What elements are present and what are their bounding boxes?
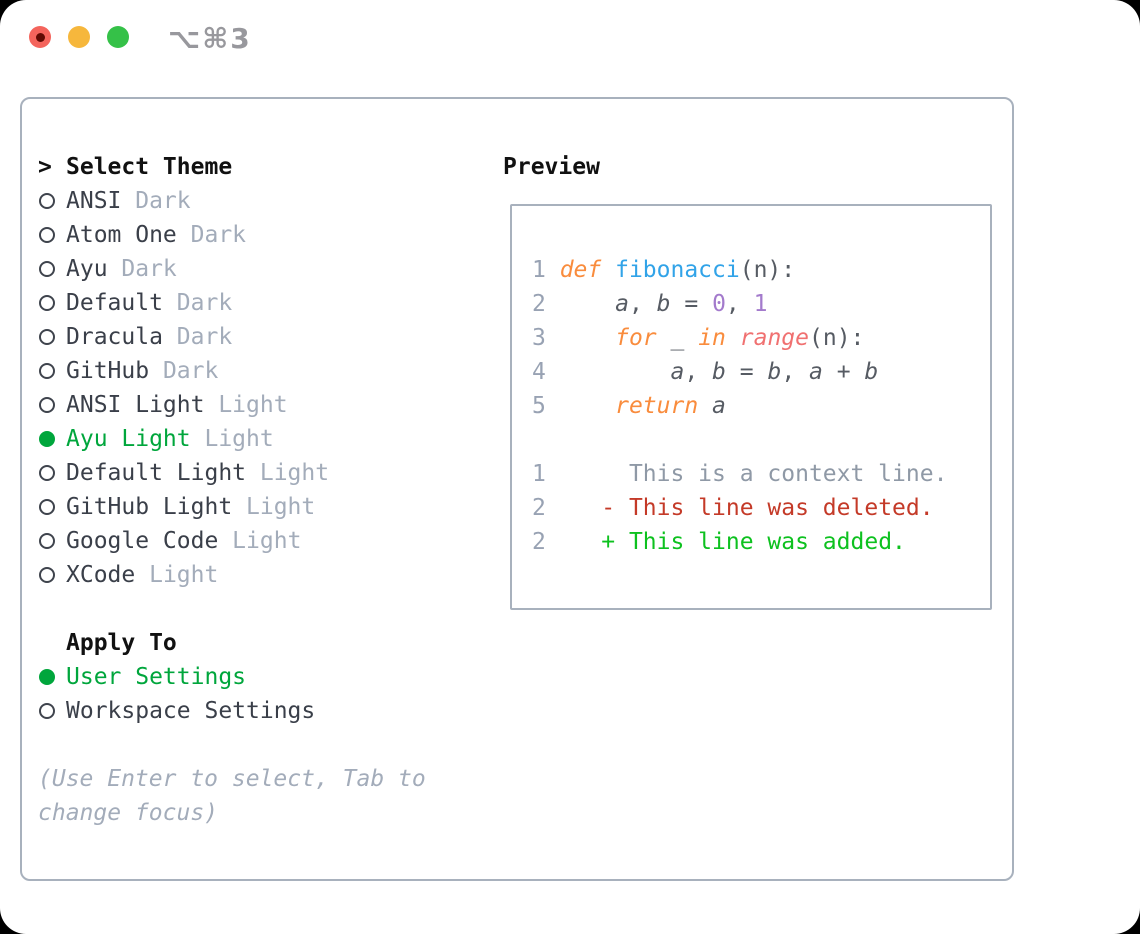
item-label: Default Light Light xyxy=(66,460,330,486)
close-button[interactable] xyxy=(29,26,51,48)
apply-to-header-row: Apply To xyxy=(38,626,426,660)
theme-item-ansi[interactable]: ANSI Dark xyxy=(38,184,426,218)
code-line: 2 + This line was added. xyxy=(532,529,906,555)
window-title: ⌥⌘3 xyxy=(168,22,252,55)
select-theme-header: > Select Theme xyxy=(38,150,426,184)
radio-icon xyxy=(39,465,55,481)
item-label: Workspace Settings xyxy=(66,698,316,724)
code-line: 2 - This line was deleted. xyxy=(532,495,934,521)
radio-selected-icon xyxy=(39,431,55,447)
select-theme-title: Select Theme xyxy=(66,154,233,180)
minimize-button[interactable] xyxy=(68,26,90,48)
radio-icon xyxy=(39,329,55,345)
preview-code: 1 def fibonacci(n): 2 a, b = 0, 1 3 for _ … xyxy=(512,206,990,559)
theme-item-ayu-light[interactable]: Ayu Light Light xyxy=(38,422,426,456)
item-label: Ayu Light Light xyxy=(66,426,274,452)
item-label: Google Code Light xyxy=(66,528,302,554)
code-line: 5 return a xyxy=(532,393,726,419)
theme-item-default[interactable]: Default Dark xyxy=(38,286,426,320)
code-line xyxy=(532,423,990,457)
radio-icon xyxy=(39,567,55,583)
item-label: Dracula Dark xyxy=(66,324,233,350)
radio-icon xyxy=(39,397,55,413)
radio-icon xyxy=(39,363,55,379)
spacer xyxy=(38,728,426,762)
theme-item-ansi-light[interactable]: ANSI Light Light xyxy=(38,388,426,422)
preview-title: Preview xyxy=(503,154,600,180)
theme-item-xcode[interactable]: XCode Light xyxy=(38,558,426,592)
apply-to-title: Apply To xyxy=(66,630,177,656)
item-label: Default Dark xyxy=(66,290,233,316)
code-line: 2 a, b = 0, 1 xyxy=(532,291,768,317)
radio-selected-icon xyxy=(39,669,55,685)
theme-item-ayu[interactable]: Ayu Dark xyxy=(38,252,426,286)
radio-icon xyxy=(39,499,55,515)
radio-icon xyxy=(39,703,55,719)
item-label: ANSI Dark xyxy=(66,188,191,214)
code-line: 1 This is a context line. xyxy=(532,461,948,487)
apply-option-user-settings[interactable]: User Settings xyxy=(38,660,426,694)
theme-item-dracula[interactable]: Dracula Dark xyxy=(38,320,426,354)
theme-item-default-light[interactable]: Default Light Light xyxy=(38,456,426,490)
radio-icon xyxy=(39,261,55,277)
theme-item-github-light[interactable]: GitHub Light Light xyxy=(38,490,426,524)
spacer xyxy=(38,592,426,626)
item-label: GitHub Light Light xyxy=(66,494,316,520)
theme-item-github[interactable]: GitHub Dark xyxy=(38,354,426,388)
item-label: ANSI Light Light xyxy=(66,392,288,418)
theme-item-atom-one[interactable]: Atom One Dark xyxy=(38,218,426,252)
code-line: 4 a, b = b, a + b xyxy=(532,359,879,385)
radio-icon xyxy=(39,227,55,243)
item-label: Atom One Dark xyxy=(66,222,247,248)
preview-box: 1 def fibonacci(n): 2 a, b = 0, 1 3 for _ … xyxy=(510,204,992,610)
apply-option-workspace-settings[interactable]: Workspace Settings xyxy=(38,694,426,728)
item-label: GitHub Dark xyxy=(66,358,219,384)
radio-icon xyxy=(39,193,55,209)
zoom-button[interactable] xyxy=(107,26,129,48)
code-line: 1 def fibonacci(n): xyxy=(532,257,796,283)
radio-icon xyxy=(39,533,55,549)
close-dot-icon xyxy=(35,32,45,42)
code-line: 3 for _ in range(n): xyxy=(532,325,865,351)
titlebar: ⌥⌘3 xyxy=(0,0,1140,97)
prompt-icon: > xyxy=(38,154,52,180)
theme-item-google-code[interactable]: Google Code Light xyxy=(38,524,426,558)
item-label: User Settings xyxy=(66,664,247,690)
item-label: XCode Light xyxy=(66,562,219,588)
item-label: Ayu Dark xyxy=(66,256,177,282)
hint-text-line2: change focus) xyxy=(38,800,219,826)
radio-icon xyxy=(39,295,55,311)
hint-text-line1: (Use Enter to select, Tab to xyxy=(38,766,426,792)
traffic-lights xyxy=(29,26,129,48)
